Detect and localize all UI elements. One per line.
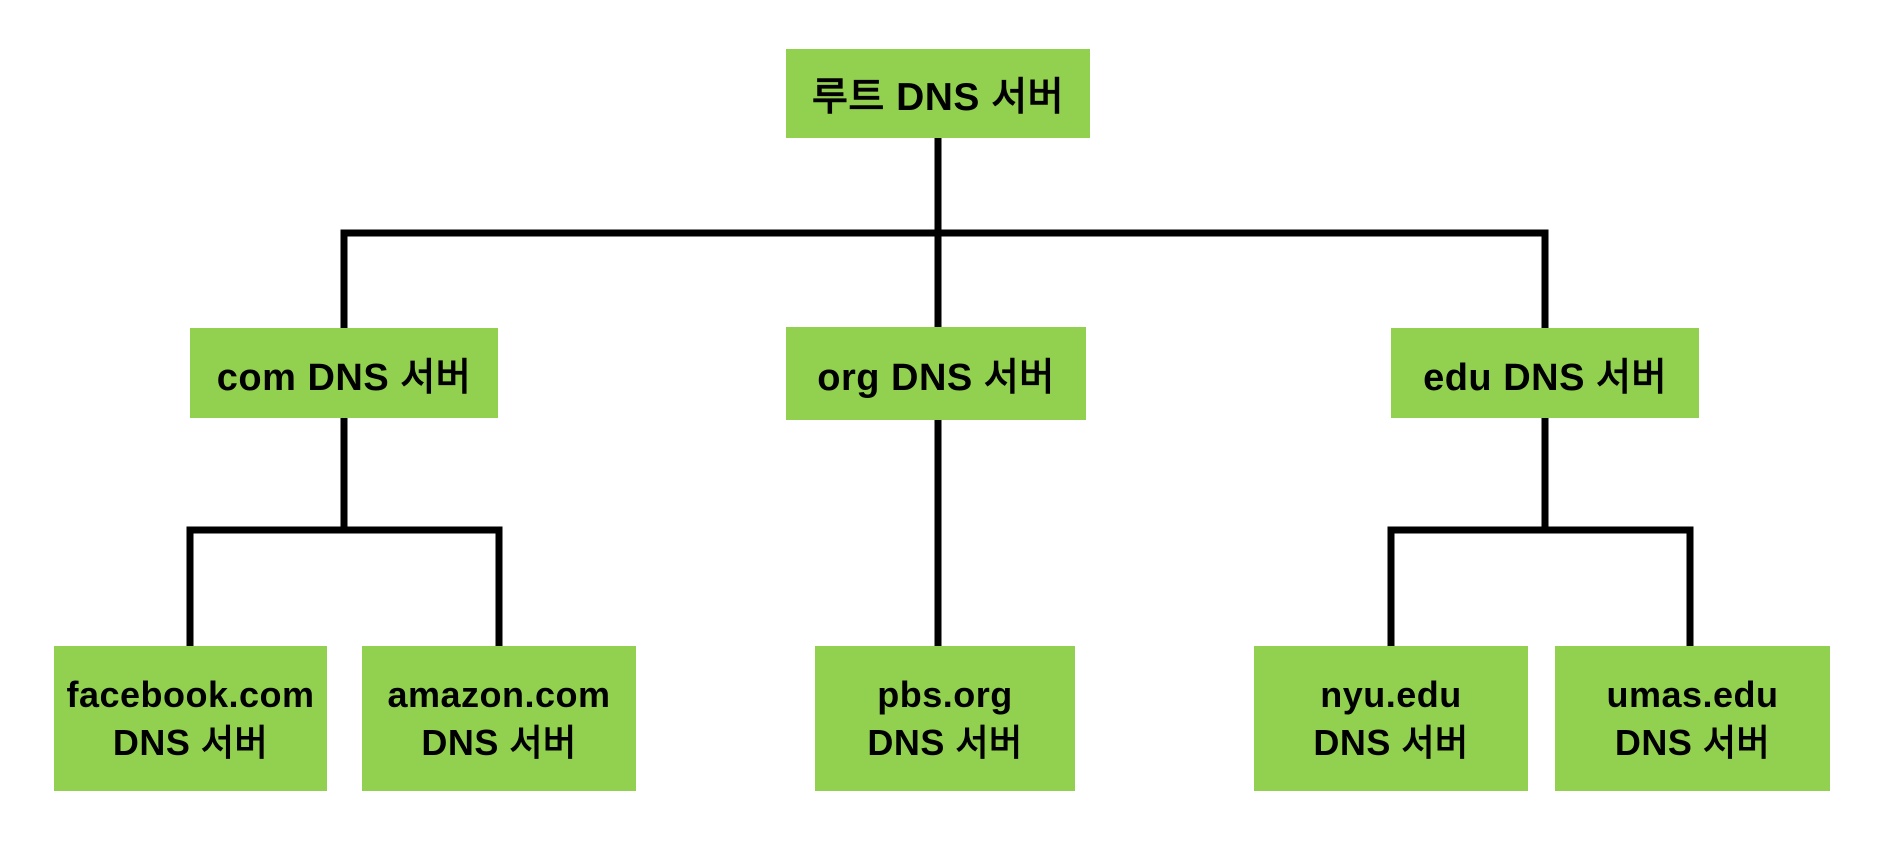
connector-trunk xyxy=(340,229,1549,332)
node-com-dns-server: com DNS 서버 xyxy=(190,328,498,418)
connector-edu-children xyxy=(1387,526,1694,655)
node-pbs-dns-server: pbs.org DNS 서버 xyxy=(815,646,1075,791)
node-root-dns-server: 루트 DNS 서버 xyxy=(786,49,1090,138)
node-amazon-dns-server: amazon.com DNS 서버 xyxy=(362,646,636,791)
node-umas-dns-server: umas.edu DNS 서버 xyxy=(1555,646,1830,791)
node-nyu-dns-server: nyu.edu DNS 서버 xyxy=(1254,646,1528,791)
node-facebook-dns-server: facebook.com DNS 서버 xyxy=(54,646,327,791)
connector-com-children xyxy=(186,526,503,655)
node-edu-dns-server: edu DNS 서버 xyxy=(1391,328,1699,418)
node-org-dns-server: org DNS 서버 xyxy=(786,327,1086,420)
